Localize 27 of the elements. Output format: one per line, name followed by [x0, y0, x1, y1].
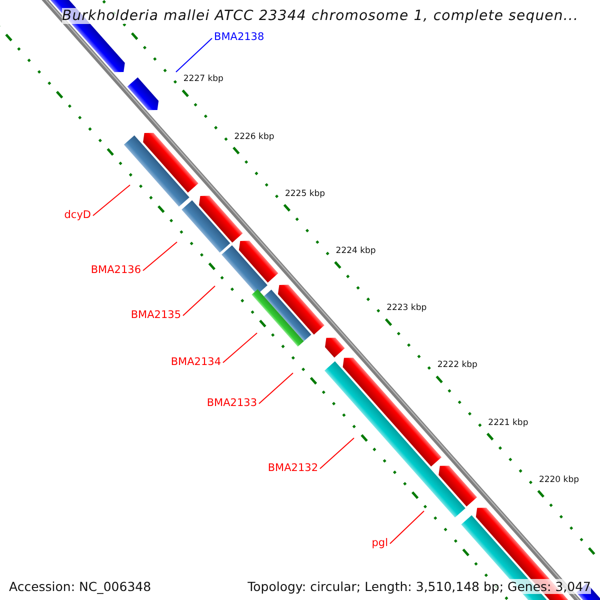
gene-label: BMA2132: [268, 462, 318, 474]
tick-label: 2223 kbp: [386, 303, 427, 314]
gene-label: BMA2134: [170, 356, 221, 368]
tick-label: 2220 kbp: [538, 474, 580, 485]
tick-label: 2224 kbp: [336, 246, 376, 256]
gene-label: BMA2138: [214, 31, 264, 43]
tick-label: 2221 kbp: [488, 418, 528, 428]
gene-label: BMA2133: [206, 397, 257, 409]
gene-label: BMA2135: [130, 309, 181, 321]
leader-line: [320, 438, 354, 470]
gene-label: dcyD: [64, 209, 91, 221]
leader-line: [142, 242, 178, 272]
leader-line: [92, 184, 130, 216]
map-title: Burkholderia mallei ATCC 23344 chromosome 1, complete sequen...: [62, 8, 578, 24]
tick-label: 2226 kbp: [234, 132, 274, 142]
leader-line: [176, 38, 212, 72]
leader-line: [222, 332, 258, 364]
tick-label: 2222 kbp: [437, 360, 478, 370]
tick-label: 2225 kbp: [284, 188, 326, 199]
leader-line: [182, 286, 216, 316]
footer-text: Topology: circular; Length: 3,510,148 bp; Genes: 3,047: [248, 579, 591, 594]
leader-line: [390, 510, 424, 544]
gene-label: BMA2136: [90, 264, 141, 276]
leader-line: [258, 372, 294, 404]
tick-label: 2227 kbp: [183, 74, 224, 84]
footer-text: Accession: NC_006348: [9, 579, 152, 594]
gene-label: pgl: [372, 537, 388, 549]
